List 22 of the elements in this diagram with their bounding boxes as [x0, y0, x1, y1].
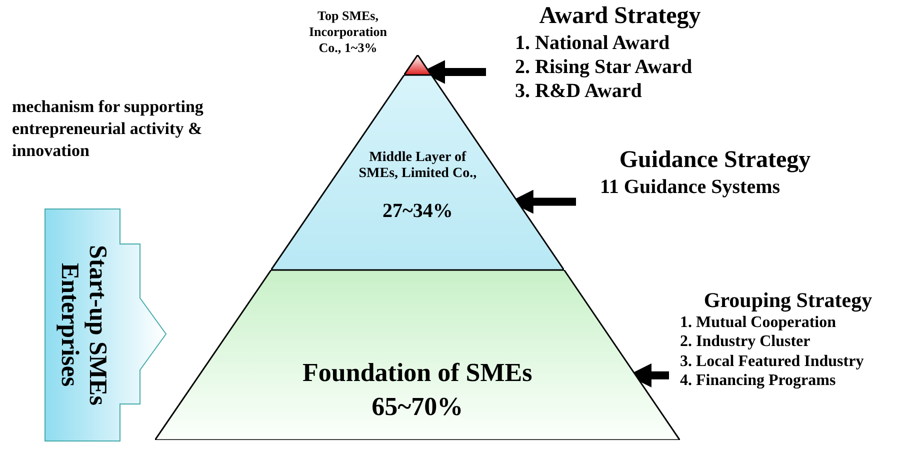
layer-label: Foundation of SMEs: [302, 358, 534, 388]
strategy-item: 2. Rising Star Award: [514, 54, 694, 79]
strategy-item: 3. R&D Award: [514, 78, 643, 103]
percentage-label: 27~34%: [381, 200, 454, 223]
strategy-item: 11 Guidance Systems: [599, 174, 782, 199]
vertical-label: Enterprises: [55, 263, 83, 387]
vertical-label: Start-up SMEs: [83, 244, 111, 406]
strategy-item: 1. National Award: [514, 30, 671, 55]
foundation-layer-trapezoid: [155, 270, 680, 440]
block-arrow: [44, 208, 168, 442]
strategy-item: 3. Local Featured Industry: [679, 352, 865, 371]
top-layer-triangle: [404, 55, 432, 75]
strategy-heading: Grouping Strategy: [702, 288, 874, 314]
strategy-heading: Award Strategy: [538, 2, 702, 31]
layer-label: Middle Layer of SMEs, Limited Co.,: [358, 150, 478, 182]
note-text: mechanism for supporting entrepreneurial activity & innovation: [12, 96, 204, 162]
percentage-label: 65~70%: [370, 392, 464, 422]
layer-caption: Top SMEs, Incorporation Co., 1~3%: [308, 8, 388, 56]
strategy-item: 4. Financing Programs: [679, 370, 837, 390]
strategy-item: 1. Mutual Cooperation: [679, 313, 837, 332]
strategy-heading: Guidance Strategy: [618, 146, 812, 175]
strategy-item: 2. Industry Cluster: [679, 332, 812, 352]
